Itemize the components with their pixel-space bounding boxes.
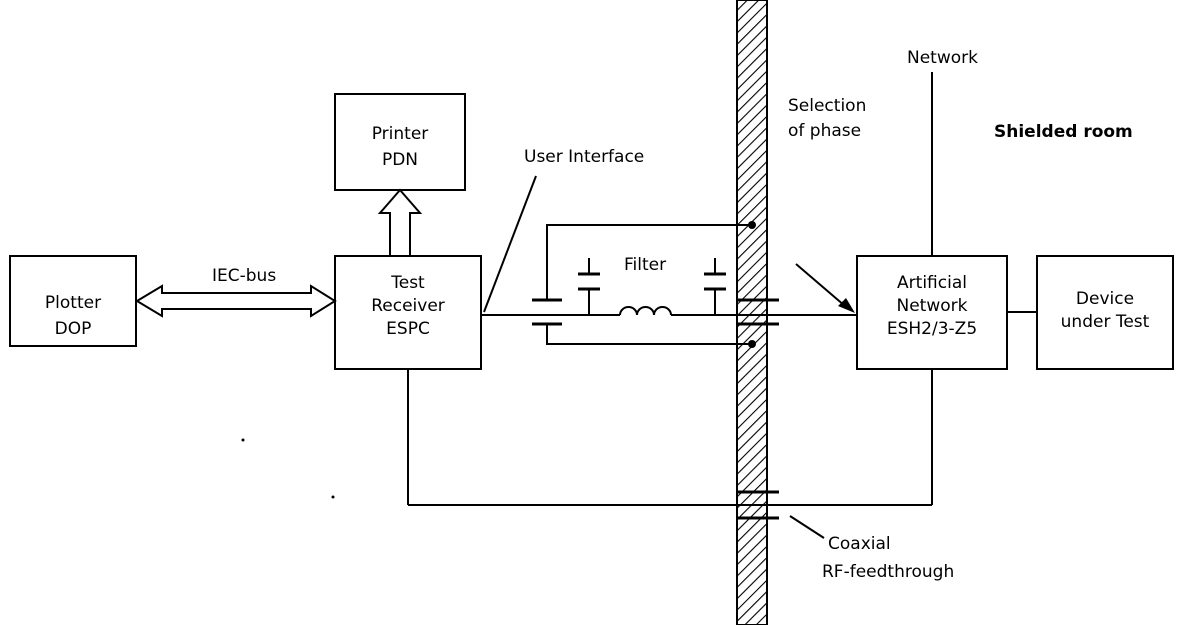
filter-inductor [619,306,672,316]
receiver-name-line2: Receiver [371,296,445,316]
plotter-block [9,255,137,347]
plotter-model: DOP [55,319,92,339]
selection-arrowhead [838,298,855,313]
dut-name-line2: under Test [1061,312,1150,332]
receiver-name-line1: Test [390,273,425,293]
ground-dot-bottom [748,340,756,348]
user-interface-label: User Interface [524,147,644,167]
filter-bottom-wire [546,324,752,345]
printer-name: Printer [372,124,429,144]
plotter-name: Plotter [45,293,101,313]
network-name-line1: Artificial [897,273,967,293]
network-top-label: Network [907,48,978,68]
filter-label: Filter [624,255,666,275]
coax-leader [789,515,825,539]
printer-block [334,93,466,191]
printer-model: PDN [382,150,418,170]
selection-leader [795,263,846,307]
ground-dot-top [748,221,756,229]
artificial-network-block [856,255,1008,370]
dot-mark [331,495,335,499]
shielded-room-label: Shielded room [994,122,1133,142]
printer-arrow [377,188,423,257]
selection-label-line1: Selection [788,96,866,116]
coaxial-label-line1: Coaxial [828,534,891,554]
iec-bus-arrow [135,284,337,318]
shielded-wall [736,0,768,625]
network-name-line2: Network [897,296,968,316]
network-model: ESH2/3-Z5 [887,319,977,339]
dut-name-line1: Device [1076,289,1134,309]
selection-label-line2: of phase [788,121,861,141]
receiver-model: ESPC [386,319,430,339]
dot-mark [241,438,245,442]
device-under-test-block [1036,255,1174,370]
user-interface-leader [483,175,537,313]
coaxial-label-line2: RF-feedthrough [822,562,954,582]
filter-top-wire [546,224,752,300]
iec-bus-label: IEC-bus [212,266,276,286]
